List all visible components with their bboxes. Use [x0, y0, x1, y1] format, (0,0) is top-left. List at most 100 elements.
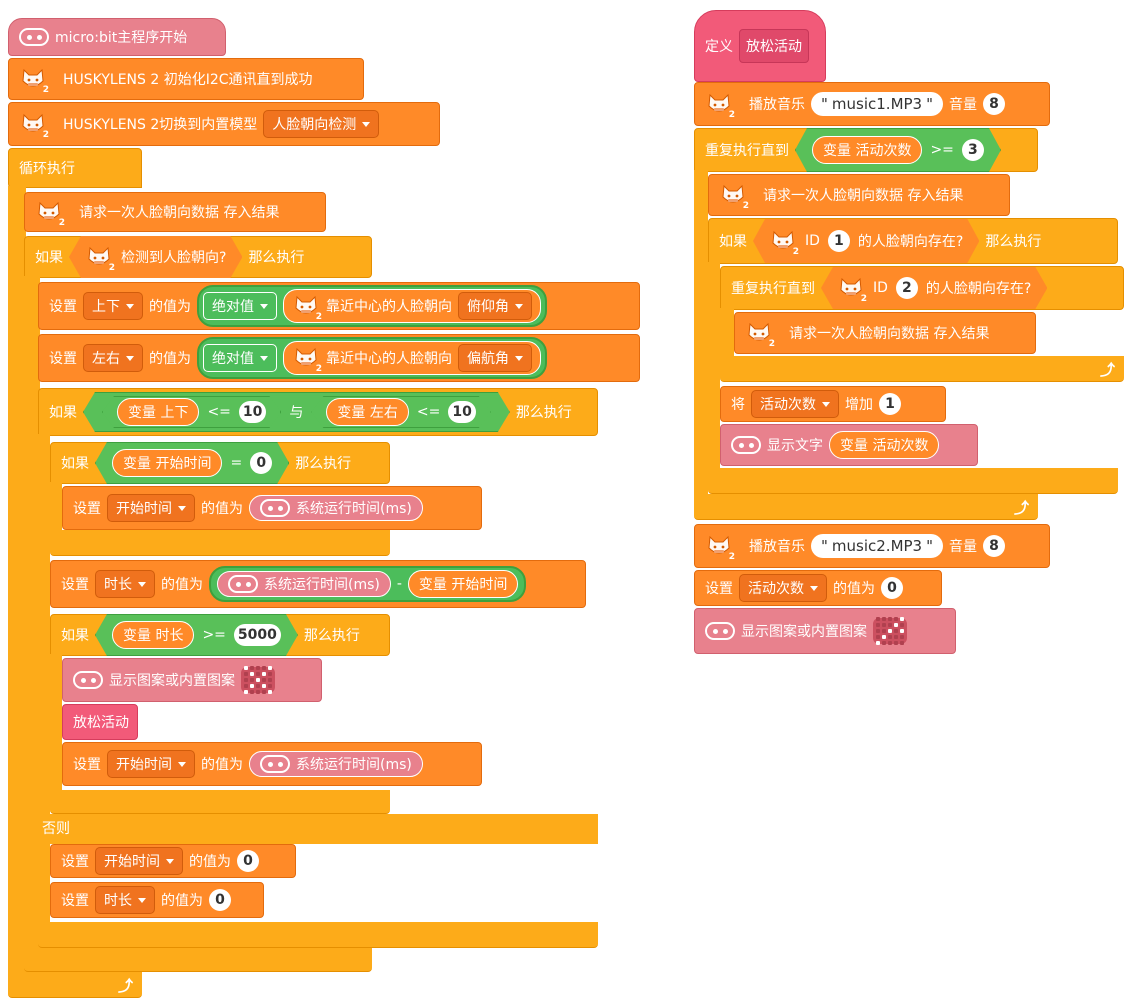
- show-text-block[interactable]: 显示文字 变量 活动次数: [720, 424, 978, 466]
- if3-bottom: [50, 530, 390, 556]
- request-label: 请求一次人脸朝向数据 存入结果: [79, 205, 280, 221]
- angle-dropdown-pitch[interactable]: 俯仰角: [458, 292, 532, 320]
- compare-leftright[interactable]: 变量 左右 <= 10: [311, 396, 490, 428]
- set-count-zero-block[interactable]: 设置 活动次数 的值为 0: [694, 570, 942, 606]
- var-duration-reporter[interactable]: 变量 时长: [112, 621, 194, 649]
- set-start-runtime-block[interactable]: 设置 开始时间 的值为 系统运行时间(ms): [62, 486, 482, 530]
- if-block-duration[interactable]: 如果 变量 时长 >= 5000 那么执行: [50, 614, 390, 656]
- runtime-reporter[interactable]: 系统运行时间(ms): [249, 751, 423, 777]
- microbit-main-hat[interactable]: micro:bit主程序开始: [8, 18, 226, 56]
- request-data-block[interactable]: 2 请求一次人脸朝向数据 存入结果: [24, 192, 326, 232]
- set-label: 设置: [49, 299, 77, 315]
- and-label: 与: [289, 405, 304, 421]
- var-count-reporter[interactable]: 变量 活动次数: [812, 136, 922, 164]
- request-data-block-r[interactable]: 2 请求一次人脸朝向数据 存入结果: [708, 174, 1010, 216]
- set-duration-zero-block[interactable]: 设置 时长 的值为 0: [50, 882, 264, 918]
- nearest-label: 靠近中心的人脸朝向: [326, 299, 452, 315]
- fox-icon: 2: [745, 319, 775, 349]
- set-updown-block[interactable]: 设置 上下 的值为 绝对值 2 靠近中心的人脸朝向 俯仰角: [38, 282, 640, 330]
- var-dropdown-count[interactable]: 活动次数: [751, 390, 839, 418]
- change-count-block[interactable]: 将 活动次数 增加 1: [720, 386, 946, 422]
- num-input[interactable]: 0: [209, 889, 231, 911]
- show-image-block-r[interactable]: 显示图案或内置图案: [694, 608, 956, 654]
- then-label: 那么执行: [295, 456, 352, 472]
- compare-count[interactable]: 变量 活动次数 >= 3: [795, 128, 1001, 172]
- var-dropdown-start[interactable]: 开始时间: [107, 494, 195, 522]
- runtime-reporter[interactable]: 系统运行时间(ms): [249, 495, 423, 521]
- huskylens-init-block[interactable]: 2 HUSKYLENS 2 初始化I2C通讯直到成功: [8, 58, 364, 100]
- volume-input[interactable]: 8: [983, 93, 1006, 115]
- request-label: 请求一次人脸朝向数据 存入结果: [763, 188, 964, 204]
- volume-input[interactable]: 8: [983, 535, 1006, 557]
- play-music-block-2[interactable]: 2 播放音乐 music2.MP3 音量 8: [694, 524, 1050, 568]
- var-count-reporter[interactable]: 变量 活动次数: [829, 431, 940, 459]
- var-updown-reporter[interactable]: 变量 上下: [117, 398, 199, 426]
- var-start-reporter[interactable]: 变量 开始时间: [407, 570, 519, 598]
- var-dropdown-start[interactable]: 开始时间: [107, 750, 195, 778]
- function-name[interactable]: 放松活动: [739, 29, 809, 63]
- condition-id1[interactable]: 2 ID 1 的人脸朝向存在?: [753, 219, 979, 263]
- music-file-input[interactable]: music2.MP3: [811, 534, 944, 558]
- fox-icon: 2: [705, 90, 735, 120]
- if-block-start-zero[interactable]: 如果 变量 开始时间 = 0 那么执行: [50, 442, 390, 484]
- condition-id2[interactable]: 2 ID 2 的人脸朝向存在?: [821, 267, 1047, 309]
- set-leftright-block[interactable]: 设置 左右 的值为 绝对值 2 靠近中心的人脸朝向 偏航角: [38, 334, 640, 382]
- model-dropdown[interactable]: 人脸朝向检测: [263, 110, 380, 138]
- id-input[interactable]: 2: [896, 277, 918, 299]
- repeat-until-block[interactable]: 重复执行直到 变量 活动次数 >= 3: [694, 128, 1038, 172]
- num-input[interactable]: 10: [239, 401, 266, 423]
- condition-detected[interactable]: 2 检测到人脸朝向?: [69, 236, 242, 278]
- abs-dropdown[interactable]: 绝对值: [203, 344, 277, 372]
- if-block-face-detected[interactable]: 如果 2 检测到人脸朝向? 那么执行: [24, 236, 372, 278]
- var-dropdown-duration[interactable]: 时长: [95, 886, 155, 914]
- runtime-reporter[interactable]: 系统运行时间(ms): [217, 571, 391, 597]
- show-image-block[interactable]: 显示图案或内置图案: [62, 658, 322, 702]
- if-block-id1[interactable]: 如果 2 ID 1 的人脸朝向存在? 那么执行: [708, 218, 1118, 264]
- num-input[interactable]: 0: [250, 452, 272, 474]
- set-start-zero-block[interactable]: 设置 开始时间 的值为 0: [50, 844, 296, 878]
- huskylens-switch-block[interactable]: 2 HUSKYLENS 2切换到内置模型 人脸朝向检测: [8, 102, 440, 146]
- set-start-runtime-block-2[interactable]: 设置 开始时间 的值为 系统运行时间(ms): [62, 742, 482, 786]
- var-dropdown-updown[interactable]: 上下: [83, 292, 143, 320]
- then-label: 那么执行: [515, 405, 572, 421]
- abs-reporter[interactable]: 绝对值 2 靠近中心的人脸朝向 俯仰角: [197, 285, 547, 327]
- var-dropdown-count[interactable]: 活动次数: [739, 574, 827, 602]
- var-dropdown-duration[interactable]: 时长: [95, 570, 155, 598]
- set-duration-block[interactable]: 设置 时长 的值为 系统运行时间(ms) - 变量 开始时间: [50, 560, 586, 608]
- set-label: 设置: [73, 757, 101, 773]
- music-file-input[interactable]: music1.MP3: [811, 92, 944, 116]
- repeat-until-block-2[interactable]: 重复执行直到 2 ID 2 的人脸朝向存在?: [720, 266, 1124, 310]
- num-input[interactable]: 1: [879, 393, 901, 415]
- value-for-label: 的值为: [201, 757, 243, 773]
- num-input[interactable]: 10: [448, 401, 475, 423]
- define-function-hat[interactable]: 定义 放松活动: [694, 10, 826, 82]
- subtract-reporter[interactable]: 系统运行时间(ms) - 变量 开始时间: [209, 566, 527, 602]
- request-data-block-r2[interactable]: 2 请求一次人脸朝向数据 存入结果: [734, 312, 1036, 354]
- var-dropdown-start[interactable]: 开始时间: [95, 847, 183, 875]
- abs-dropdown[interactable]: 绝对值: [203, 292, 277, 320]
- led-pattern-x[interactable]: [241, 666, 275, 694]
- loop-arrow-icon: ⤴: [1100, 361, 1116, 379]
- num-input[interactable]: 3: [962, 139, 984, 161]
- id-input[interactable]: 1: [828, 230, 850, 252]
- abs-reporter[interactable]: 绝对值 2 靠近中心的人脸朝向 偏航角: [197, 337, 547, 379]
- angle-dropdown-yaw[interactable]: 偏航角: [458, 344, 532, 372]
- if-block-centered[interactable]: 如果 变量 上下 <= 10 与 变量 左右 <= 10 那么执行: [38, 388, 598, 436]
- compare-updown[interactable]: 变量 上下 <= 10: [102, 396, 281, 428]
- and-condition[interactable]: 变量 上下 <= 10 与 变量 左右 <= 10: [83, 392, 510, 432]
- num-input[interactable]: 5000: [234, 624, 281, 646]
- num-input[interactable]: 0: [237, 850, 259, 872]
- compare-duration[interactable]: 变量 时长 >= 5000: [95, 614, 298, 656]
- var-start-reporter[interactable]: 变量 开始时间: [112, 449, 222, 477]
- led-pattern-stairs[interactable]: [873, 617, 907, 645]
- nearest-face-reporter[interactable]: 2 靠近中心的人脸朝向 俯仰角: [283, 289, 541, 323]
- call-relax-block[interactable]: 放松活动: [62, 704, 138, 740]
- switch-label: HUSKYLENS 2切换到内置模型: [63, 117, 258, 133]
- var-leftright-reporter[interactable]: 变量 左右: [326, 398, 408, 426]
- num-input[interactable]: 0: [881, 577, 903, 599]
- compare-start[interactable]: 变量 开始时间 = 0: [95, 442, 289, 484]
- play-music-block-1[interactable]: 2 播放音乐 music1.MP3 音量 8: [694, 82, 1050, 126]
- forever-loop-block[interactable]: 循环执行: [8, 148, 142, 188]
- var-dropdown-leftright[interactable]: 左右: [83, 344, 143, 372]
- nearest-face-reporter[interactable]: 2 靠近中心的人脸朝向 偏航角: [283, 341, 541, 375]
